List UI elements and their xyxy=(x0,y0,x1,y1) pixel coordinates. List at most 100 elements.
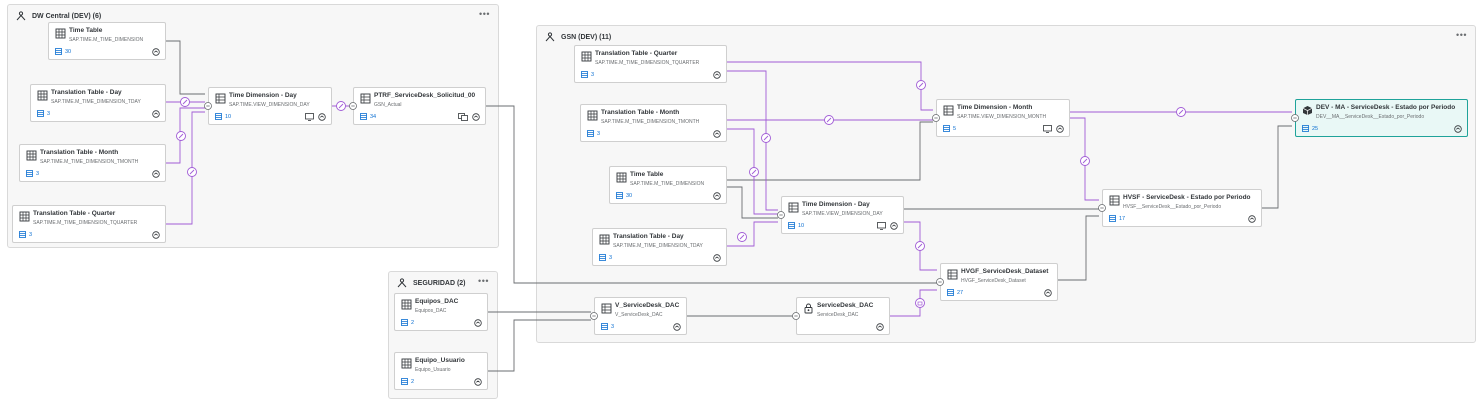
column-count: 2 xyxy=(411,378,415,385)
view-icon xyxy=(601,303,612,314)
impact-lineage-icon[interactable] xyxy=(1454,125,1462,133)
view-icon xyxy=(788,202,799,213)
table-icon xyxy=(19,211,30,222)
node-gsn-translation-table-quarter[interactable]: Translation Table - Quarter SAP.TIME.M_T… xyxy=(574,45,727,83)
space-menu-button[interactable]: ••• xyxy=(479,9,490,19)
node-equipo-usuario[interactable]: Equipo_Usuario Equipo_Usuario 2 xyxy=(394,352,488,390)
association-badge xyxy=(916,80,926,90)
space-menu-button[interactable]: ••• xyxy=(1456,30,1467,40)
node-gsn-v-servicedesk-dac[interactable]: V_ServiceDesk_DAC V_ServiceDesk_DAC 3 xyxy=(594,297,687,335)
node-translation-table-month[interactable]: Translation Table - Month SAP.TIME.M_TIM… xyxy=(19,144,166,182)
impact-lineage-icon[interactable] xyxy=(152,48,160,56)
impact-lineage-icon[interactable] xyxy=(713,71,721,79)
node-title: HVSF - ServiceDesk - Estado por Periodo xyxy=(1123,194,1251,201)
table-icon xyxy=(616,172,627,183)
node-equipos-dac[interactable]: Equipos_DAC Equipos_DAC 2 xyxy=(394,293,488,331)
input-port xyxy=(590,312,598,320)
space-icon xyxy=(545,32,555,42)
columns-icon xyxy=(26,170,33,177)
input-port xyxy=(204,102,212,110)
preview-icon[interactable] xyxy=(1043,125,1052,133)
association-badge xyxy=(176,131,186,141)
impact-lineage-icon[interactable] xyxy=(713,254,721,262)
view-icon xyxy=(943,105,954,116)
column-count: 3 xyxy=(597,130,601,137)
preview-icon[interactable] xyxy=(305,113,314,121)
columns-icon xyxy=(215,113,222,120)
column-count: 3 xyxy=(609,254,613,261)
node-title: Time Dimension - Month xyxy=(957,104,1033,111)
space-title: GSN (DEV) (11) xyxy=(561,33,612,41)
node-gsn-time-dimension-month[interactable]: Time Dimension - Month SAP.TIME.VIEW_DIM… xyxy=(936,99,1070,137)
node-gsn-hvgf[interactable]: HVGF_ServiceDesk_Dataset HVGF_ServiceDes… xyxy=(940,263,1058,301)
node-technical-name: SAP.TIME.M_TIME_DIMENSION xyxy=(69,37,144,43)
impact-lineage-icon[interactable] xyxy=(876,323,884,331)
space-menu-button[interactable]: ••• xyxy=(478,276,489,286)
impact-lineage-icon[interactable] xyxy=(472,113,480,121)
impact-lineage-icon[interactable] xyxy=(713,192,721,200)
node-gsn-time-table[interactable]: Time Table SAP.TIME.M_TIME_DIMENSION 30 xyxy=(609,166,727,204)
association-badge xyxy=(824,115,834,125)
node-technical-name: Equipo_Usuario xyxy=(415,367,451,373)
association-badge xyxy=(915,241,925,251)
node-title: Translation Table - Quarter xyxy=(595,50,678,57)
node-gsn-translation-table-month[interactable]: Translation Table - Month SAP.TIME.M_TIM… xyxy=(580,104,727,142)
node-technical-name: HVGF_ServiceDesk_Dataset xyxy=(961,278,1026,284)
node-gsn-dev-ma-servicedesk[interactable]: DEV - MA - ServiceDesk - Estado por Peri… xyxy=(1295,99,1468,137)
column-count: 2 xyxy=(411,319,415,326)
shared-icon[interactable] xyxy=(458,113,468,121)
column-count: 25 xyxy=(1312,125,1319,132)
columns-icon xyxy=(616,192,623,199)
columns-icon xyxy=(587,130,594,137)
view-icon xyxy=(215,93,226,104)
node-gsn-servicedesk-dac[interactable]: ServiceDesk_DAC ServiceDesk_DAC xyxy=(796,297,890,335)
column-count: 3 xyxy=(591,71,595,78)
node-technical-name: SAP.TIME.M_TIME_DIMENSION_TQUARTER xyxy=(595,60,700,66)
space-icon xyxy=(16,11,26,21)
node-translation-table-quarter[interactable]: Translation Table - Quarter SAP.TIME.M_T… xyxy=(12,205,166,243)
impact-lineage-icon[interactable] xyxy=(673,323,681,331)
node-translation-table-day[interactable]: Translation Table - Day SAP.TIME.M_TIME_… xyxy=(30,84,166,122)
impact-lineage-icon[interactable] xyxy=(713,130,721,138)
node-ptrf-servicedesk[interactable]: PTRF_ServiceDesk_Solicitud_00 GSN_Actual… xyxy=(353,87,486,125)
impact-lineage-icon[interactable] xyxy=(152,231,160,239)
node-title: Translation Table - Month xyxy=(40,149,119,156)
table-icon xyxy=(581,51,592,62)
impact-lineage-icon[interactable] xyxy=(890,222,898,230)
node-title: Translation Table - Quarter xyxy=(33,210,116,217)
columns-icon xyxy=(55,48,62,55)
node-title: Time Dimension - Day xyxy=(229,92,297,99)
impact-lineage-icon[interactable] xyxy=(152,110,160,118)
preview-icon[interactable] xyxy=(877,222,886,230)
node-title: V_ServiceDesk_DAC xyxy=(615,302,680,309)
input-port xyxy=(349,102,357,110)
node-time-dimension-day[interactable]: Time Dimension - Day SAP.TIME.VIEW_DIMEN… xyxy=(208,87,332,125)
node-technical-name: V_ServiceDesk_DAC xyxy=(615,312,663,318)
impact-lineage-icon[interactable] xyxy=(474,378,482,386)
impact-lineage-icon[interactable] xyxy=(152,170,160,178)
columns-icon xyxy=(601,323,608,330)
node-gsn-translation-table-day[interactable]: Translation Table - Day SAP.TIME.M_TIME_… xyxy=(592,228,727,266)
node-technical-name: GSN_Actual xyxy=(374,102,402,108)
node-gsn-time-dimension-day[interactable]: Time Dimension - Day SAP.TIME.VIEW_DIMEN… xyxy=(781,196,904,234)
column-count: 10 xyxy=(225,113,232,120)
view-icon xyxy=(360,93,371,104)
space-title: SEGURIDAD (2) xyxy=(413,279,466,287)
input-port xyxy=(792,312,800,320)
impact-lineage-icon[interactable] xyxy=(1056,125,1064,133)
columns-icon xyxy=(947,289,954,296)
node-time-table[interactable]: Time Table SAP.TIME.M_TIME_DIMENSION 30 xyxy=(48,22,166,60)
impact-lineage-icon[interactable] xyxy=(474,319,482,327)
node-technical-name: SAP.TIME.M_TIME_DIMENSION_TMONTH xyxy=(601,119,700,125)
impact-lineage-icon[interactable] xyxy=(1044,289,1052,297)
node-technical-name: DEV__MA__ServiceDesk__Estado_por_Periodo xyxy=(1316,114,1425,120)
impact-lineage-icon[interactable] xyxy=(1248,215,1256,223)
column-count: 3 xyxy=(47,110,51,117)
columns-icon xyxy=(943,125,950,132)
association-badge xyxy=(180,97,190,107)
impact-lineage-icon[interactable] xyxy=(318,113,326,121)
columns-icon xyxy=(599,254,606,261)
column-count: 3 xyxy=(29,231,33,238)
node-gsn-hvsf[interactable]: HVSF - ServiceDesk - Estado por Periodo … xyxy=(1102,189,1262,227)
node-title: Time Table xyxy=(69,27,103,34)
